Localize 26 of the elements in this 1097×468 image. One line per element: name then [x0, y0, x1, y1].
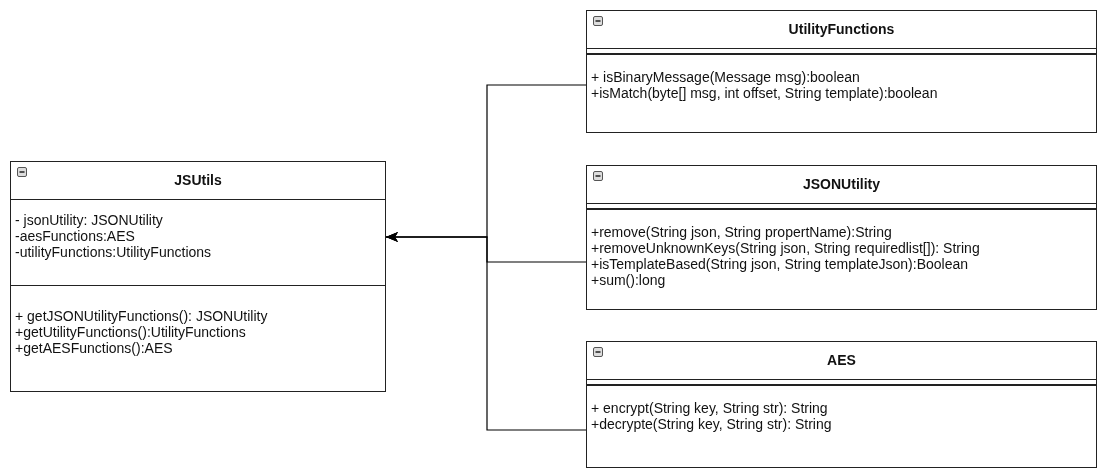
- method-text: + isBinaryMessage(Message msg):boolean: [591, 69, 860, 85]
- method-text: +isTemplateBased(String json, String templateJson):Boolean: [591, 256, 969, 272]
- class-box: [586, 341, 1097, 468]
- method-text: +isMatch(byte[] msg, int offset, String template):boolean: [591, 85, 938, 101]
- compartment-separator: [587, 379, 1096, 385]
- method-text: +remove(String json, String propertName):String: [591, 224, 892, 240]
- class-name: AES: [827, 352, 856, 368]
- method-text: +getAESFunctions():AES: [15, 340, 173, 356]
- association-arrow: [385, 232, 587, 431]
- method-text: +decrypte(String key, String str): String: [591, 416, 832, 432]
- class-name: JSUtils: [174, 172, 222, 188]
- compartment-separator: [587, 203, 1096, 209]
- method-text: +sum():long: [591, 272, 666, 288]
- attribute-text: -aesFunctions:AES: [15, 228, 135, 244]
- class-box: [586, 10, 1097, 133]
- method-text: +removeUnknownKeys(String json, String requiredlist[]): String: [591, 240, 980, 256]
- method-text: +getUtilityFunctions():UtilityFunctions: [15, 324, 246, 340]
- class-name: JSONUtility: [803, 176, 880, 192]
- attribute-text: -utilityFunctions:UtilityFunctions: [15, 244, 212, 260]
- attribute-text: - jsonUtility: JSONUtility: [15, 212, 163, 228]
- compartment-separator: [587, 48, 1096, 54]
- class-name: UtilityFunctions: [788, 21, 895, 37]
- method-text: + encrypt(String key, String str): String: [591, 400, 828, 416]
- method-text: + getJSONUtilityFunctions(): JSONUtility: [15, 308, 268, 324]
- class-box: [10, 161, 386, 392]
- class-box: [586, 165, 1097, 310]
